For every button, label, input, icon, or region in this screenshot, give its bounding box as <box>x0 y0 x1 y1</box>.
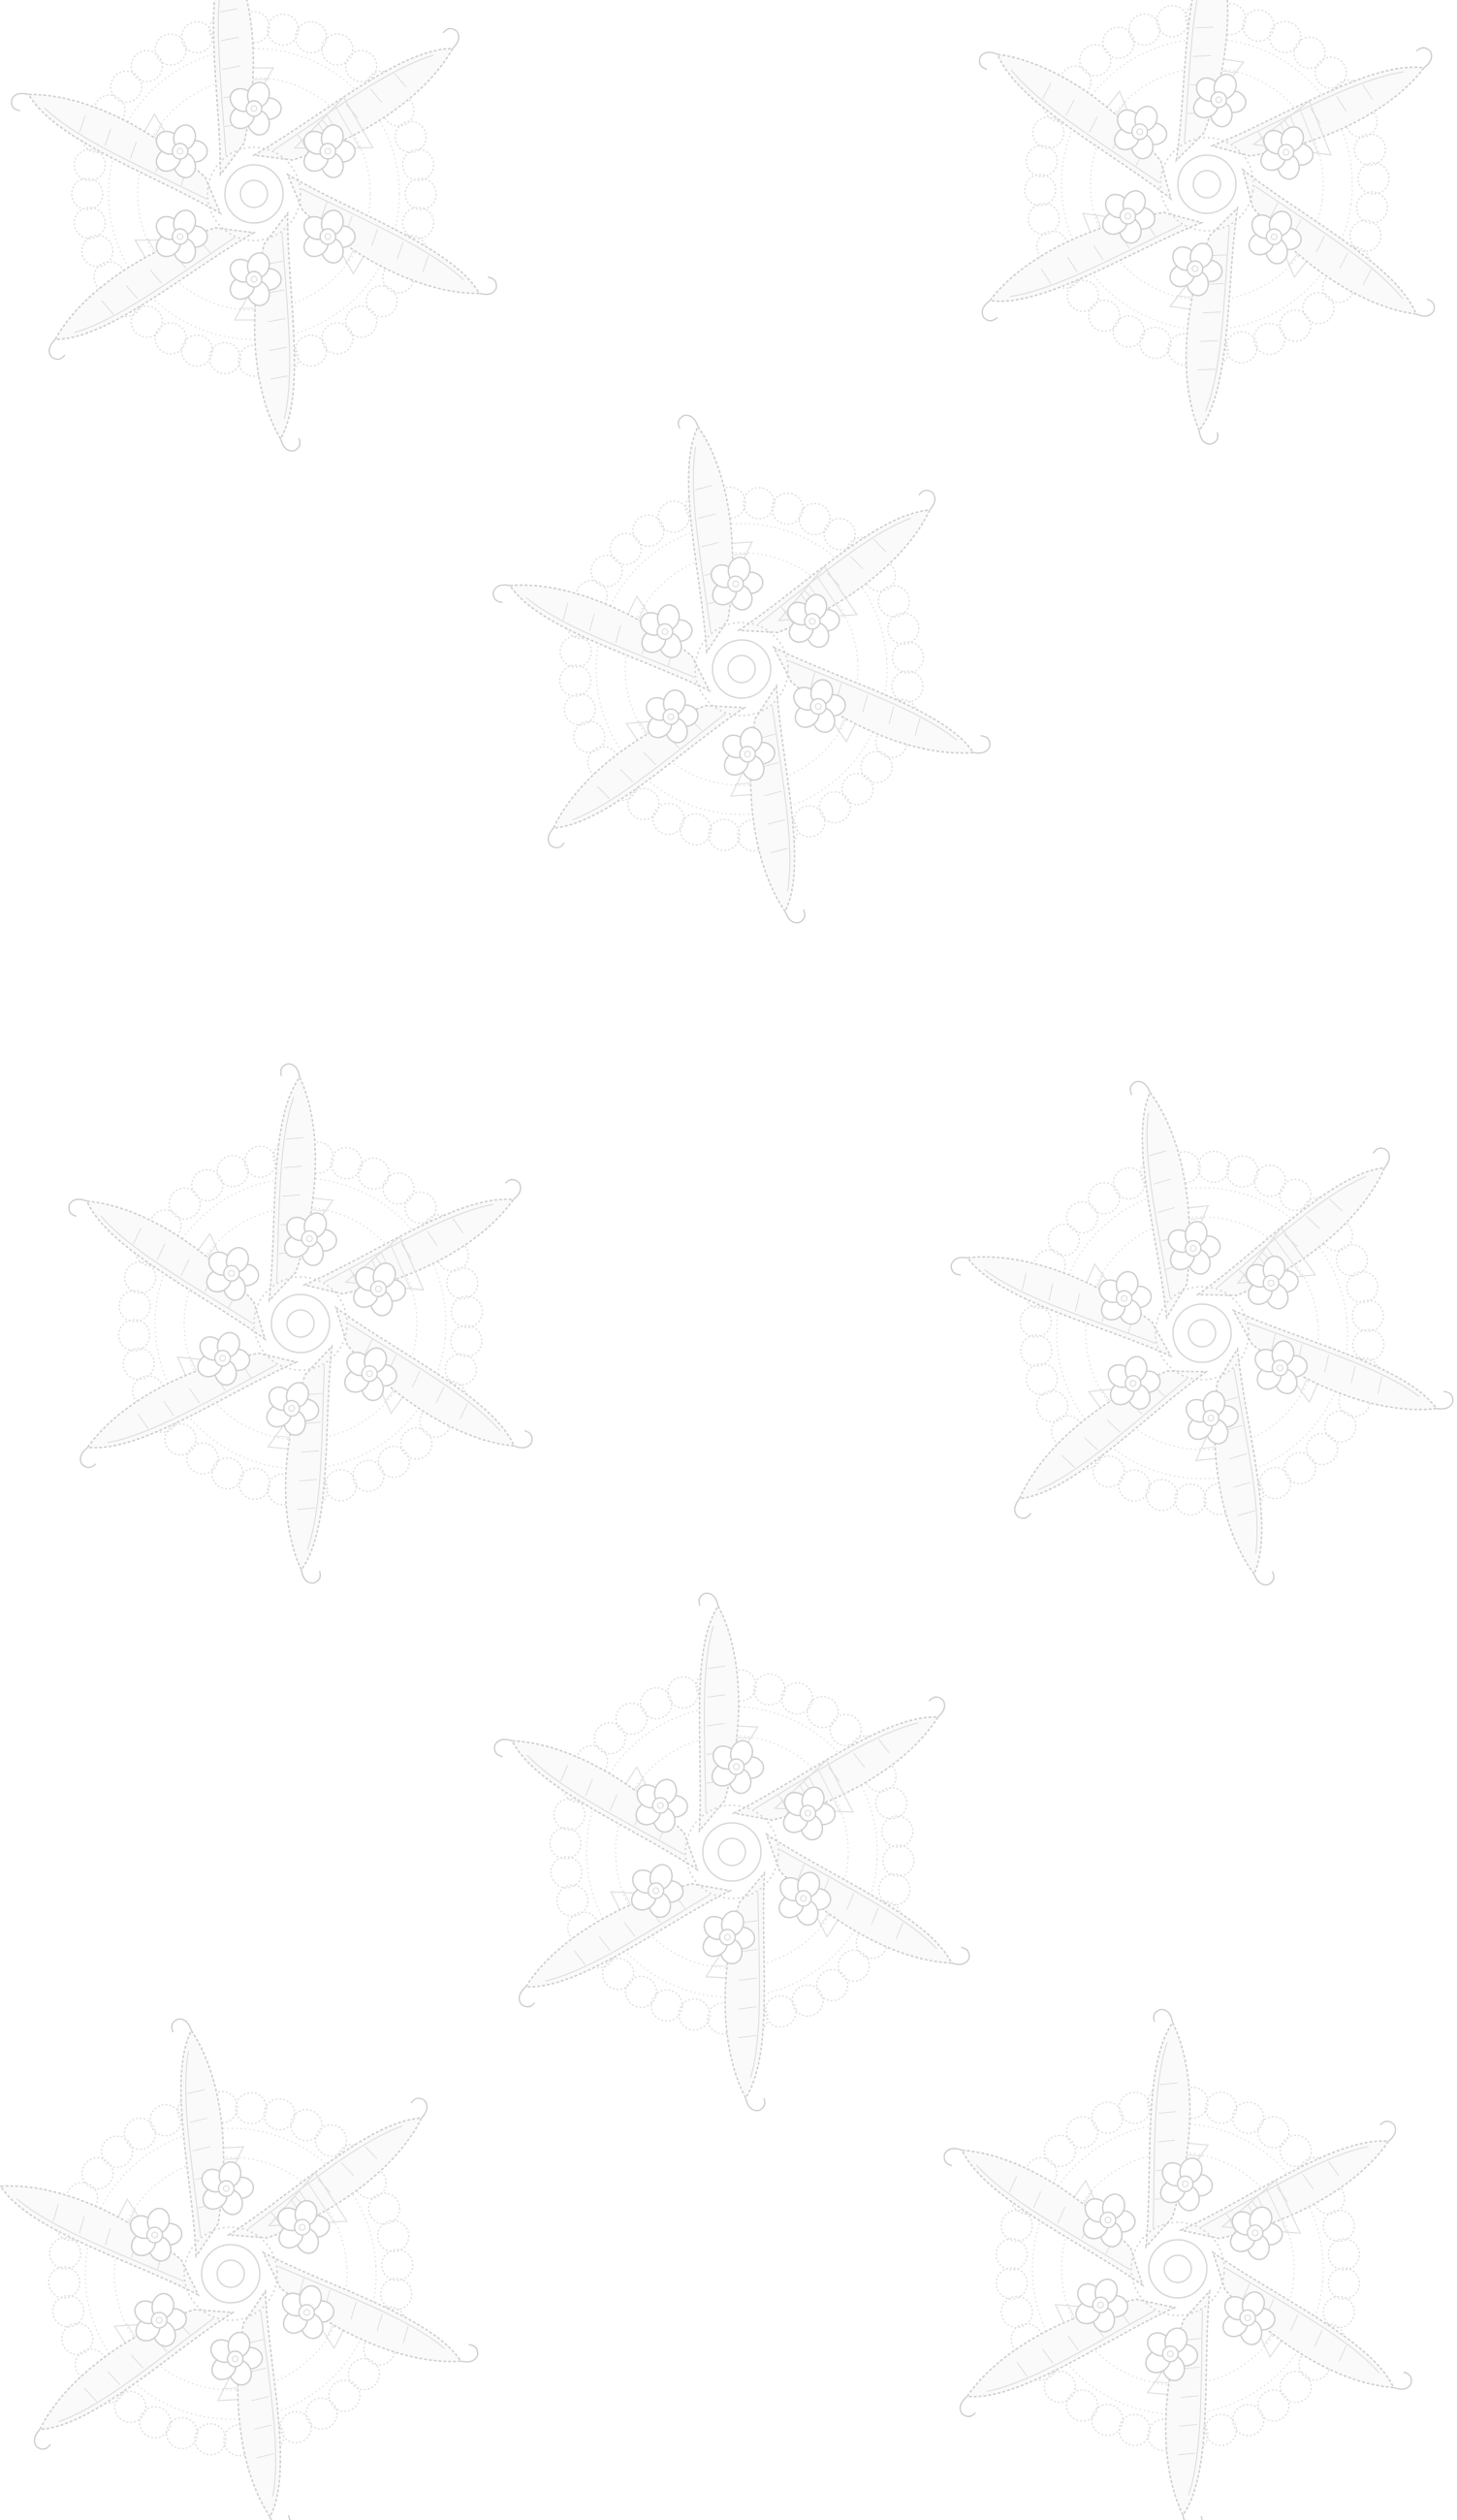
lace-mandala-icon <box>472 1579 992 2125</box>
lace-mandala-icon <box>0 2000 491 2520</box>
lace-mandala-icon <box>7 0 501 456</box>
lace-mandala-icon <box>28 1037 573 1610</box>
lace-mandala-icon <box>909 1987 1446 2520</box>
lace-mandala-icon <box>930 1047 1457 1619</box>
lace-mandala-icon <box>926 0 1457 477</box>
lace-mandala-icon <box>477 391 1006 947</box>
